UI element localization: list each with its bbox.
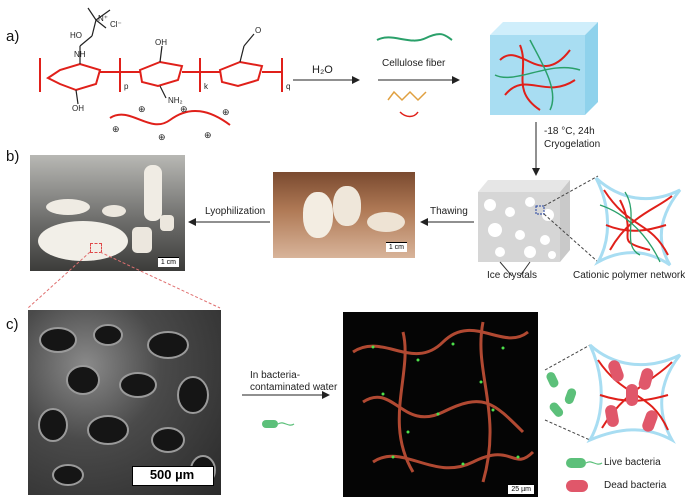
cryogel-disc-tiny <box>102 205 126 217</box>
sem-scalebar-label: 500 µm <box>149 467 195 482</box>
dried-cryogel-photo: 1 cm <box>30 155 185 271</box>
gel-disc-2 <box>333 186 361 226</box>
lyophilization-label: Lyophilization <box>205 206 266 217</box>
o-label: O <box>255 26 262 35</box>
ice-crystals-label: Ice crystals <box>487 270 538 281</box>
cationic-networks-label: Cationic polymer networks <box>573 270 685 281</box>
sem-pores <box>38 324 216 486</box>
sem-scalebar <box>132 466 214 486</box>
cryogel-cylinder-small <box>132 227 152 253</box>
svg-text:⊕: ⊕ <box>138 104 146 114</box>
scalebar-photo1: 1 cm <box>157 257 179 267</box>
scalebar-fluo: 25 µm <box>508 484 534 494</box>
bacterium-icon <box>262 420 278 428</box>
svg-text:⊕: ⊕ <box>158 132 166 142</box>
thawed-gel-photo: 1 cm <box>273 172 415 258</box>
cryogel-disc-small <box>46 199 90 215</box>
zoom-region-box <box>90 243 102 253</box>
nh2-label: NH₂ <box>168 96 183 105</box>
fluorescence-micrograph: 25 µm <box>343 312 538 497</box>
oh-label-1: OH <box>155 38 167 47</box>
cellulose-label: Cellulose fiber <box>382 58 446 69</box>
panel-label-c: c) <box>6 316 19 333</box>
index-k: k <box>204 82 208 91</box>
cryogelation-label: Cryogelation <box>544 139 601 150</box>
bacteria-water-label: In bacteria- contaminated water <box>250 370 338 393</box>
gel-disc-1 <box>303 192 333 238</box>
svg-text:⊕: ⊕ <box>180 104 188 114</box>
live-bacteria-icon <box>566 458 586 468</box>
live-bacteria-label: Live bacteria <box>604 457 661 468</box>
panel-label-a: a) <box>6 28 20 45</box>
fluorescence-strands <box>352 321 535 483</box>
scalebar-photo2: 1 cm <box>385 242 407 252</box>
index-q: q <box>286 82 291 91</box>
dead-bacteria-label: Dead bacteria <box>604 480 667 491</box>
dead-bacteria-icon <box>566 480 588 492</box>
hydroxyl-label: HO <box>70 31 82 40</box>
nh-label: NH <box>74 50 86 59</box>
index-p: p <box>124 82 129 91</box>
svg-text:⊕: ⊕ <box>222 107 230 117</box>
water-label: H₂O <box>312 64 333 76</box>
oh-label-2: OH <box>72 104 84 113</box>
sem-micrograph: 500 µm <box>28 310 221 495</box>
cryo-temp-label: -18 °C, 24h <box>544 126 595 137</box>
thawing-label: Thawing <box>430 206 468 217</box>
svg-text:⊕: ⊕ <box>204 130 212 140</box>
cryogel-cylinder-tall <box>144 165 162 221</box>
polymer-side-chains <box>75 7 255 105</box>
chloride-ion: Cl⁻ <box>110 20 122 29</box>
panel-label-b: b) <box>6 148 20 165</box>
cryogel-disc-large <box>38 221 128 261</box>
svg-text:⊕: ⊕ <box>112 124 120 134</box>
gel-disc-3 <box>367 212 405 232</box>
nitrogen-cation: N⁺ <box>98 14 108 23</box>
cryogel-cylinder-short <box>160 215 174 231</box>
